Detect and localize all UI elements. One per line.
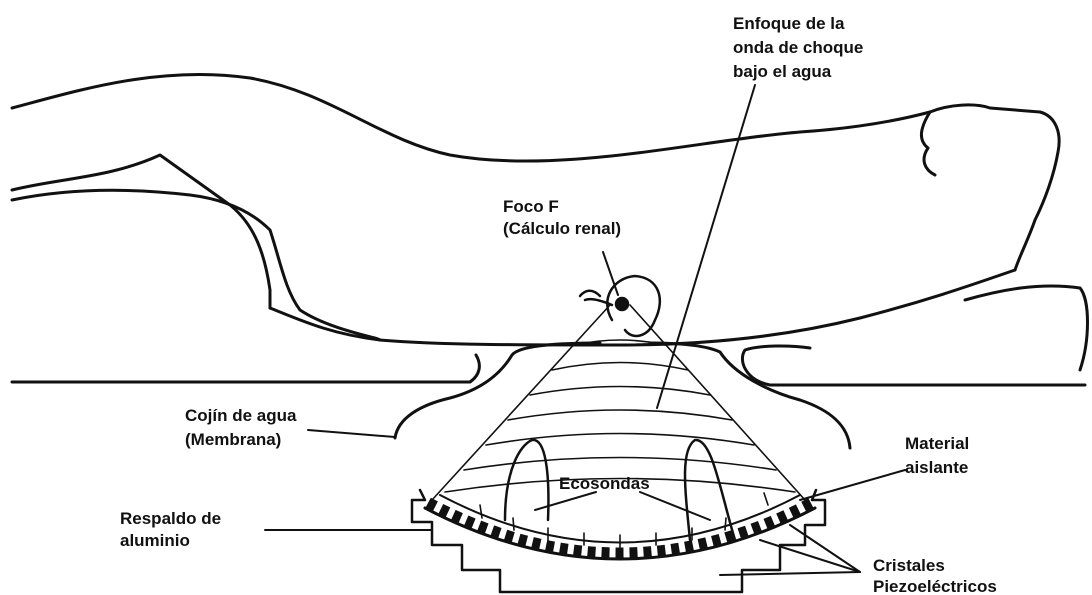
label-respaldo-line1: Respaldo de <box>120 509 221 528</box>
leader-enfoque <box>657 85 755 408</box>
label-foco-line2: (Cálculo renal) <box>503 219 621 238</box>
label-cojin-line1: Cojín de agua <box>185 406 297 425</box>
label-cristales-line1: Cristales <box>873 556 945 575</box>
cushion-right <box>650 343 850 448</box>
label-foco-line1: Foco F <box>503 197 559 216</box>
wavefront-6 <box>464 458 776 471</box>
patient-leg-lower <box>12 190 380 340</box>
pillow <box>965 286 1088 370</box>
label-enfoque-line3: bajo el agua <box>733 62 832 81</box>
shockwave-cone <box>432 305 805 500</box>
label-enfoque-line1: Enfoque de la <box>733 14 845 33</box>
treatment-table <box>12 346 1085 385</box>
focus-point <box>616 298 628 310</box>
label-respaldo-line2: aluminio <box>120 531 190 550</box>
leader-ecosondas-right <box>640 492 710 520</box>
label-ecosondas: Ecosondas <box>559 474 650 493</box>
table-right <box>742 346 1085 385</box>
wavefront-4 <box>508 410 732 420</box>
leader-cristales-1 <box>790 525 860 572</box>
label-enfoque-line2: onda de choque <box>733 38 863 57</box>
label-cristales-line2: Piezoeléctricos <box>873 577 997 595</box>
label-material-line2: aislante <box>905 458 968 477</box>
kidney-focus <box>580 252 660 336</box>
patient-head <box>930 105 1059 270</box>
leader-ecosondas-left <box>535 492 596 510</box>
wavefront-2 <box>552 363 688 371</box>
cone-left-edge <box>432 305 610 500</box>
cushion-left <box>395 343 600 438</box>
patient-face <box>921 112 935 175</box>
patient-back-line <box>12 74 930 161</box>
leader-cristales-2 <box>760 540 860 572</box>
label-material-line1: Material <box>905 434 969 453</box>
wavefront-3 <box>530 387 710 396</box>
patient-leg-upper <box>12 155 270 308</box>
labels: Enfoque de la onda de choque bajo el agu… <box>120 14 997 595</box>
label-cojin-line2: (Membrana) <box>185 430 281 449</box>
transducer-bowl <box>425 493 815 559</box>
leader-material <box>800 470 905 500</box>
table-left <box>12 355 479 382</box>
leader-cojin <box>308 430 395 437</box>
water-cushion <box>395 343 850 448</box>
